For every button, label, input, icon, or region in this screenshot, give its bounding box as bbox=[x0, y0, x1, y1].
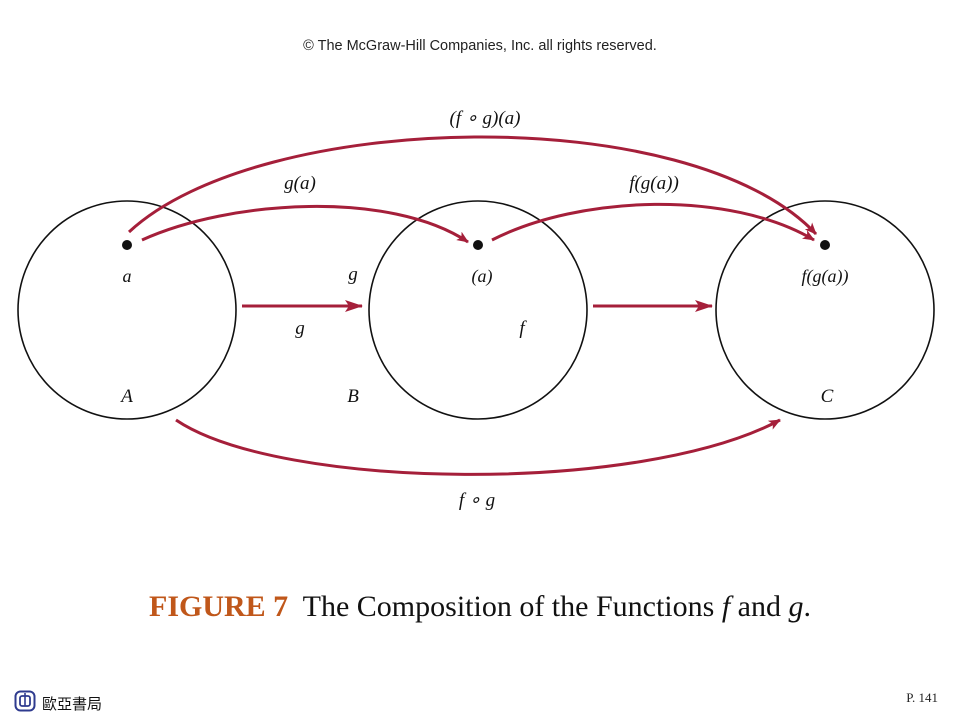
set-A-circle bbox=[17, 200, 237, 420]
f-label: f bbox=[519, 318, 527, 339]
g-of-a-label: g(a) bbox=[284, 173, 316, 194]
publisher-logo-icon bbox=[14, 690, 36, 716]
set-B-circle bbox=[368, 200, 588, 420]
element-a-label: a bbox=[123, 266, 132, 286]
g-upper-label: g bbox=[348, 264, 358, 285]
element-fga-label: f(g(a)) bbox=[802, 266, 849, 287]
caption-text: The Composition of the Functions bbox=[302, 590, 715, 623]
publisher: 歐亞書局 bbox=[14, 690, 102, 716]
set-C-name: C bbox=[821, 386, 834, 407]
element-fga-dot bbox=[820, 240, 830, 250]
figure-number: FIGURE 7 bbox=[149, 590, 289, 623]
g-of-a-arrow bbox=[141, 204, 469, 244]
caption-g: g bbox=[788, 590, 804, 623]
figure-caption: FIGURE 7 The Composition of the Function… bbox=[0, 590, 960, 624]
set-B-name: B bbox=[347, 386, 359, 407]
element-ga-dot bbox=[473, 240, 483, 250]
set-C-circle bbox=[715, 200, 935, 420]
element-ga-label: (a) bbox=[472, 266, 493, 287]
composite-arrow-top bbox=[127, 135, 818, 236]
copyright-notice: © The McGraw-Hill Companies, Inc. all ri… bbox=[303, 38, 657, 54]
caption-f: f bbox=[721, 590, 731, 623]
g-lower-label: g bbox=[295, 318, 305, 339]
composite-bottom-label: f ∘ g bbox=[459, 490, 495, 511]
composite-top-label: (f ∘ g)(a) bbox=[450, 108, 521, 129]
caption-and: and bbox=[737, 590, 781, 623]
caption-period: . bbox=[803, 590, 811, 623]
page-number: P. 141 bbox=[906, 690, 938, 705]
set-A-name: A bbox=[119, 386, 133, 407]
composite-arrow-bottom bbox=[175, 418, 781, 476]
element-a-dot bbox=[122, 240, 132, 250]
f-of-g-of-a-label: f(g(a)) bbox=[629, 173, 679, 194]
publisher-name: 歐亞書局 bbox=[42, 694, 103, 713]
f-of-g-of-a-arrow bbox=[491, 202, 815, 242]
